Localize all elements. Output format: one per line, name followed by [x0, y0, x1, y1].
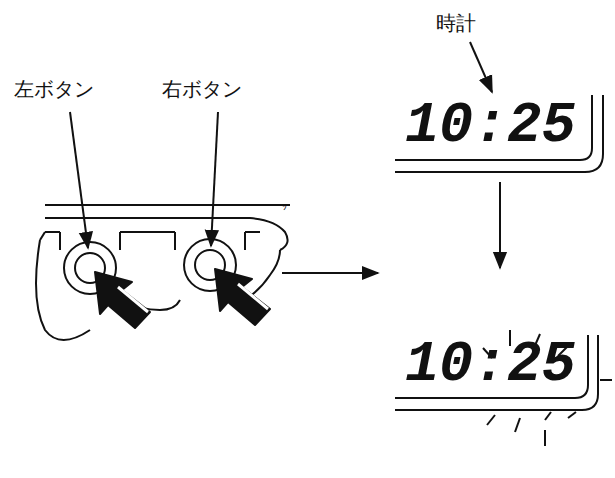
- button-label: 左ボタン: [14, 78, 94, 100]
- button-label: 右ボタン: [162, 78, 242, 100]
- lcd-digits: 10:25: [405, 98, 576, 155]
- watch-housing: ｯ: [36, 201, 290, 340]
- flow-arrows: [282, 182, 500, 273]
- part-label: 時計: [436, 12, 476, 34]
- svg-text:ｯ: ｯ: [282, 201, 287, 212]
- button-symbols: [64, 239, 236, 294]
- lcd-digits: 10:25: [405, 337, 576, 394]
- press-arrows: [95, 269, 270, 328]
- display-frame: [395, 95, 603, 410]
